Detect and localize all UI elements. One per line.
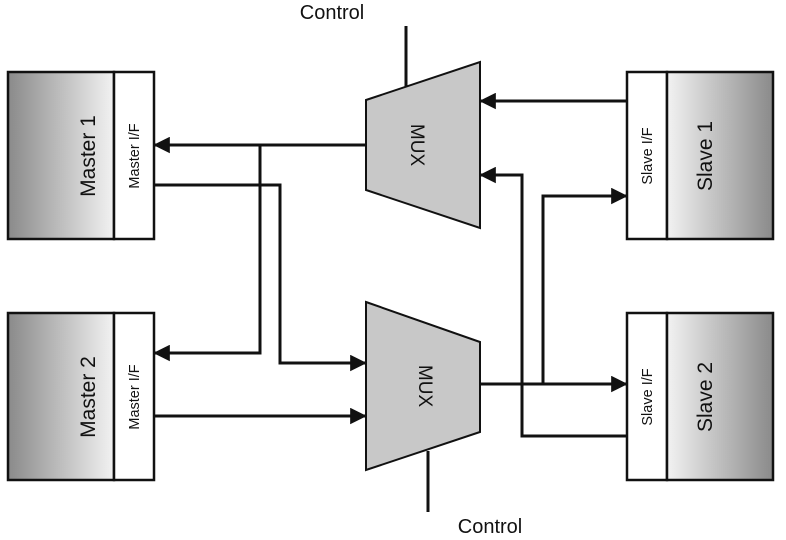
slave-1-interface-label: Slave I/F — [640, 127, 656, 184]
slave-1-block: Slave I/F Slave 1 — [625, 70, 775, 241]
master-1-block: Master 1 Master I/F — [6, 70, 156, 241]
master-2-body — [6, 311, 116, 482]
mux-top: MUX — [365, 60, 481, 230]
slave-1-interface — [625, 70, 669, 241]
mux-top-shape — [365, 60, 481, 230]
master-1-body — [6, 70, 116, 241]
mux-top-to-master-2-arrow — [153, 145, 262, 362]
master-1-to-mux-bottom-arrow — [155, 183, 367, 372]
master-1-label: Master 1 — [77, 115, 100, 197]
control-top-label: Control — [300, 2, 364, 24]
master-2-interface — [112, 311, 156, 482]
mux-bottom-label: MUX — [414, 365, 435, 408]
slave-2-interface-label: Slave I/F — [640, 368, 656, 425]
slave-2-to-mux-top-arrow — [479, 166, 627, 438]
mux-top-label: MUX — [406, 124, 427, 167]
slave-1-body — [665, 70, 775, 241]
slave-2-interface — [625, 311, 669, 482]
master-2-block: Master 2 Master I/F — [6, 311, 156, 482]
master-1-interface-label: Master I/F — [127, 123, 143, 188]
control-bottom-label: Control — [458, 516, 522, 538]
slave-2-block: Slave I/F Slave 2 — [625, 311, 775, 482]
mux-bottom: MUX — [365, 300, 481, 472]
slave-2-body — [665, 311, 775, 482]
master-2-interface-label: Master I/F — [127, 364, 143, 429]
slave-1-label: Slave 1 — [694, 121, 717, 191]
master-2-label: Master 2 — [77, 356, 100, 438]
mux-bottom-to-slave-1-arrow — [541, 187, 628, 384]
slave-2-label: Slave 2 — [694, 362, 717, 432]
master-1-interface — [112, 70, 156, 241]
connections — [153, 92, 628, 438]
